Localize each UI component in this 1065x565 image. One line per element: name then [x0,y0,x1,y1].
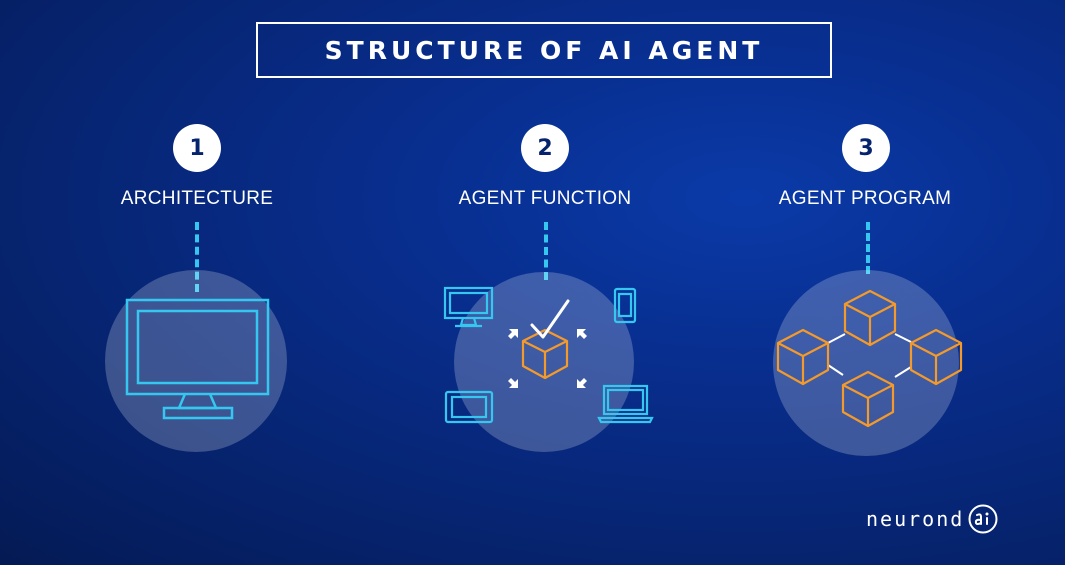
step-agent-function: 2 AGENT FUNCTION [415,0,675,565]
cube-icon [776,328,830,386]
step-number-badge: 2 [521,124,569,172]
cube-icon [521,328,569,380]
step-agent-program: 3 AGENT PROGRAM [735,0,995,565]
phone-icon [613,287,637,324]
tablet-icon [444,390,494,424]
arrow-icons [508,329,587,388]
logo-text: neurond [866,507,965,531]
step-architecture: 1 ARCHITECTURE [67,0,327,565]
connected-cubes-icon [776,289,963,428]
desktop-icon [443,286,494,328]
page-title: STRUCTURE OF AI AGENT [324,35,764,65]
cube-icon [841,370,895,428]
laptop-icon [597,384,654,424]
neurond-logo: neurond [866,502,1000,536]
ai-logo-mark-icon [968,504,998,534]
step-label: AGENT PROGRAM [778,188,952,209]
cube-icon [909,328,963,386]
dashed-connector [195,222,199,292]
title-box: STRUCTURE OF AI AGENT [256,22,832,78]
step-label: AGENT FUNCTION [458,188,632,209]
monitor-icon [125,298,270,420]
check-icon [530,299,570,339]
connector-lines [827,333,912,378]
dashed-connector [866,222,870,274]
step-number-badge: 1 [173,124,221,172]
devices-to-cube-icon [443,286,654,424]
cube-icon [843,289,897,347]
dashed-connector [544,222,548,280]
step-label: ARCHITECTURE [120,188,274,209]
step-number-badge: 3 [842,124,890,172]
